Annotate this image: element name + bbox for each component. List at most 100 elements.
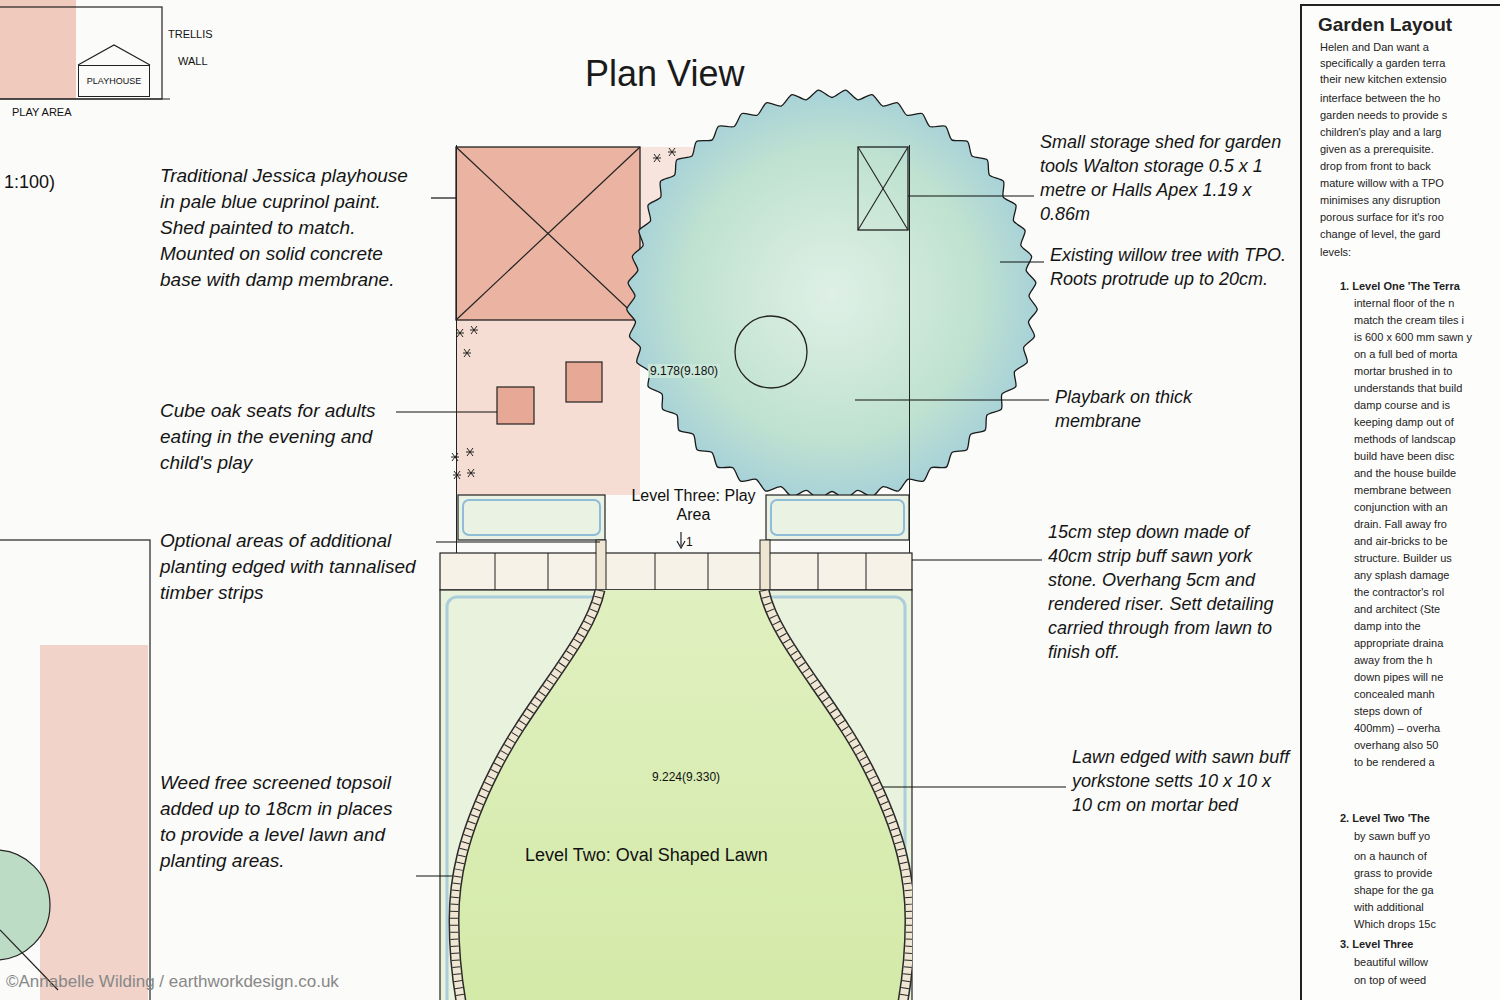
panel-text: and air-bricks to be (1354, 535, 1448, 548)
panel-text: on a haunch of (1354, 850, 1427, 863)
panel-text: shape for the ga (1354, 884, 1434, 897)
panel-text: with additional (1354, 901, 1424, 914)
willow-tree (627, 90, 1037, 499)
plant-mark (668, 148, 676, 156)
step-joint (548, 553, 549, 590)
oak-seat (497, 387, 534, 424)
notes-panel: Garden LayoutHelen and Dan want aspecifi… (1300, 4, 1500, 1000)
step-joint (495, 553, 496, 590)
panel-text: away from the h (1354, 654, 1432, 667)
sketch-note: WALL (178, 55, 208, 68)
step-joint (655, 553, 656, 590)
panel-text: children's play and a larg (1320, 126, 1441, 139)
part-name: PLAYHOUSE (87, 76, 141, 87)
panel-text: mortar brushed in to (1354, 365, 1452, 378)
leader-line (855, 399, 1049, 400)
panel-text: 400mm) – overha (1354, 722, 1440, 735)
leader-line (431, 197, 456, 198)
playhouse-cross (456, 147, 640, 320)
playhouse-box: PLAYHOUSE (78, 65, 150, 97)
panel-text: specifically a garden terra (1320, 57, 1445, 70)
sett-band (596, 540, 606, 590)
bed-outline (458, 495, 605, 540)
oval-outline (440, 590, 912, 1000)
panel-text: to be rendered a (1354, 756, 1435, 769)
panel-text: their new kitchen extensio (1320, 73, 1447, 86)
level-value: 9.224(9.330) (652, 770, 720, 784)
wall-outline (0, 7, 162, 99)
level-arrow (677, 532, 685, 548)
panel-text: Helen and Dan want a (1320, 41, 1429, 54)
lawn-fill (454, 590, 910, 1000)
play-area-region: 9.178(9.180)Level Three: Play Area (456, 145, 910, 553)
plant-mark (456, 329, 464, 337)
storage-shed (858, 147, 908, 230)
panel-text: by sawn buff yo (1354, 830, 1430, 843)
panel-text: drain. Fall away fro (1354, 518, 1447, 531)
panel-text: levels: (1320, 246, 1351, 259)
panel-text: concealed manh (1354, 688, 1435, 701)
shed-cross (858, 147, 908, 230)
panel-text: on top of weed (1354, 974, 1426, 987)
panel-text: is 600 x 600 mm sawn y (1354, 331, 1472, 344)
sett-edge (454, 590, 600, 1000)
panel-text: porous surface for it's roo (1320, 211, 1444, 224)
design-note: Existing willow tree with TPO. Roots pro… (1050, 243, 1290, 291)
design-note: Lawn edged with sawn buff yorkstone sett… (1072, 745, 1294, 817)
step-joint (708, 553, 709, 590)
watermark: ©Annabelle Wilding / earthworkdesign.co.… (6, 972, 339, 992)
panel-text: grass to provide (1354, 867, 1432, 880)
design-note: Optional areas of additional planting ed… (160, 528, 430, 606)
lawn-oval: 9.224(9.330) Level Two: Oval Shaped Lawn (440, 590, 912, 1000)
sett-joint (454, 590, 600, 1000)
playhouse-plan (456, 147, 640, 320)
area-name: Level Three: Play Area (626, 486, 761, 524)
design-note: Playbark on thick membrane (1055, 385, 1280, 433)
panel-text: structure. Builder us (1354, 552, 1452, 565)
oak-seat (566, 362, 602, 402)
plant-mark (470, 326, 478, 334)
panel-text: 1. Level One 'The Terra (1340, 280, 1460, 293)
ground-line (0, 98, 170, 99)
design-note: Traditional Jessica playhouse in pale bl… (160, 163, 425, 293)
panel-text: given as a prerequisite. (1320, 143, 1434, 156)
panel-text: steps down of (1354, 705, 1422, 718)
panel-text: internal floor of the n (1354, 297, 1454, 310)
panel-text: beautiful willow (1354, 956, 1428, 969)
stone-step (440, 540, 912, 590)
design-note: Small storage shed for garden tools Walt… (1040, 130, 1290, 226)
panel-text: mature willow with a TPO (1320, 177, 1444, 190)
panel-text: 3. Level Three (1340, 938, 1413, 951)
shed-cross (858, 147, 908, 230)
plant-mark (463, 349, 471, 357)
shed-plan (858, 147, 908, 230)
leader-line (1000, 261, 1044, 262)
sett-band (760, 540, 770, 590)
arrow-head (677, 541, 685, 548)
panel-text: and architect (Ste (1354, 603, 1440, 616)
panel-text: 2. Level Two 'The (1340, 812, 1430, 825)
panel-text: drop from front to back (1320, 160, 1431, 173)
design-note: Weed free screened topsoil added up to 1… (160, 770, 410, 874)
bed-edge (463, 500, 600, 535)
panel-text: keeping damp out of (1354, 416, 1454, 429)
panel-text: on a full bed of morta (1354, 348, 1457, 361)
plant-mark (453, 471, 461, 479)
design-note: 15cm step down made of 40cm strip buff s… (1048, 520, 1296, 664)
sketch-note: PLAY AREA (12, 106, 72, 119)
panel-text: conjunction with an (1354, 501, 1448, 514)
plant-marks (451, 148, 676, 479)
plant-mark (451, 453, 459, 461)
sett-edge (764, 590, 910, 1000)
playhouse-cross (456, 147, 640, 320)
leader-line (436, 541, 600, 542)
panel-text: interface between the ho (1320, 92, 1440, 105)
side-elevation (0, 540, 150, 1000)
panel-text: any splash damage (1354, 569, 1449, 582)
area-name: Level Two: Oval Shaped Lawn (525, 845, 768, 867)
plant-mark (467, 469, 475, 477)
bed-outline (766, 495, 909, 540)
panel-text: build have been disc (1354, 450, 1454, 463)
panel-text: change of level, the gard (1320, 228, 1440, 241)
